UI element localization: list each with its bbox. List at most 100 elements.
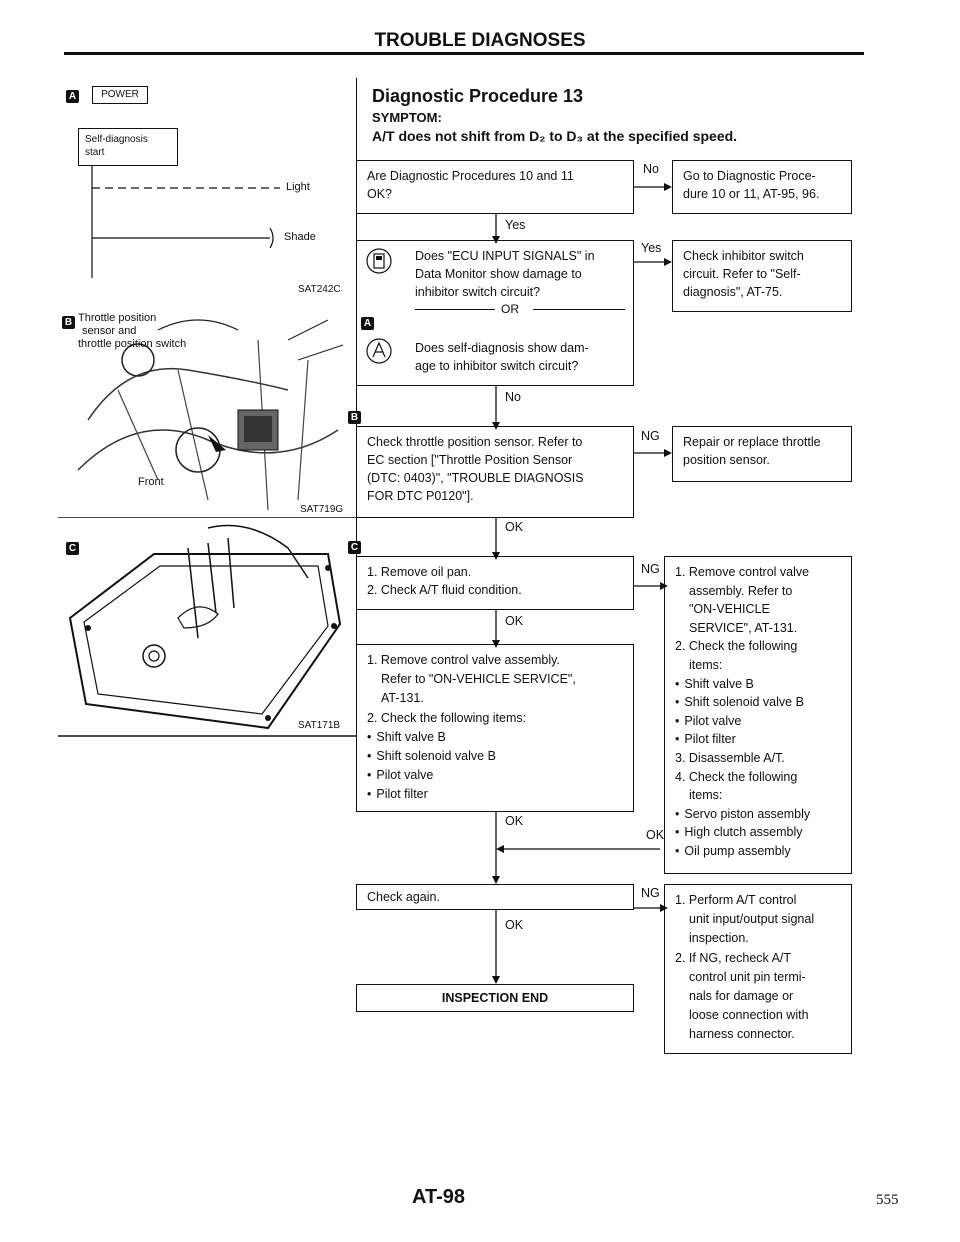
page-header: TROUBLE DIAGNOSES (374, 30, 586, 51)
power-box: POWER (92, 86, 148, 104)
front-label: Front (138, 476, 164, 488)
q6-ng-label: NG (641, 886, 660, 900)
q4-ng-label: NG (641, 562, 660, 576)
fig-a-tag: A (66, 90, 79, 103)
big-bullet-pilot-valve: Pilot valve (675, 712, 841, 731)
self-diag-box: Self-diagnosis start (78, 128, 178, 166)
flow-big-box: 1. Remove control valve assembly. Refer … (664, 556, 852, 874)
figure-panel: A POWER Self-diagnosis start Light Shade… (58, 78, 357, 738)
q3-line-4: FOR DTC P0120"]. (367, 489, 474, 503)
q2-yes-label: Yes (641, 241, 662, 255)
big-line-12: 4. Check the following (675, 769, 798, 784)
q1-no-line-2: dure 10 or 11, AT-95, 96. (683, 187, 820, 201)
big-line-13: items: (689, 788, 723, 803)
big-line-1: 1. Remove control valve (675, 565, 810, 579)
fig-b-code: SAT719G (300, 504, 344, 515)
header-rule (64, 52, 864, 55)
big-line-3: "ON-VEHICLE (689, 602, 770, 617)
q1-yes-label: Yes (505, 218, 526, 232)
q4-ok-label: OK (505, 614, 524, 628)
q3-ng-line-2: position sensor. (683, 453, 770, 467)
q4-line-2: 2. Check A/T fluid condition. (367, 583, 522, 597)
inspection-end-box: INSPECTION END (356, 984, 634, 1012)
throttle-label-line-1: Throttle position (78, 312, 157, 324)
q2-yes-line-1: Check inhibitor switch (683, 249, 804, 263)
symptom-text: A/T does not shift from D₂ to D₃ at the … (372, 128, 738, 144)
q4-tag-c: C (348, 541, 361, 554)
q2b-line-2: age to inhibitor switch circuit? (415, 359, 579, 373)
or-line-left (415, 309, 495, 310)
q1-line-2: OK? (367, 187, 393, 201)
q2b-line-1: Does self-diagnosis show dam- (415, 341, 589, 355)
q2a-line-2: Data Monitor show damage to (415, 267, 582, 281)
q4-line-1: 1. Remove oil pan. (367, 565, 472, 579)
or-line-right (533, 309, 625, 310)
procedure-title: Diagnostic Procedure 13 (372, 86, 584, 106)
q2-no-label: No (505, 390, 521, 404)
q3-line-3: (DTC: 0403)", "TROUBLE DIAGNOSIS (367, 471, 584, 485)
throttle-label-line-2: sensor and (82, 325, 137, 337)
q2-yes-line-3: diagnosis", AT-75. (683, 285, 783, 299)
q3-ok-label: OK (505, 520, 524, 534)
oil-pan-illustration (58, 524, 356, 737)
big-bullet-oil-pump: Oil pump assembly (675, 842, 841, 861)
flow-q2-box: Does "ECU INPUT SIGNALS" in Data Monitor… (356, 240, 634, 386)
flow-q4-box: 1. Remove oil pan. 2. Check A/T fluid co… (356, 556, 634, 610)
self-diagnosis-icon (366, 338, 392, 364)
flow-q6-ng-box: 1. Perform A/T control unit input/output… (664, 884, 852, 1054)
q6-ng-line-1: 1. Perform A/T control (675, 893, 797, 907)
flow-q2-yes-box: Check inhibitor switch circuit. Refer to… (672, 240, 852, 312)
flow-q5-box: 1. Remove control valve assembly. Refer … (356, 644, 634, 812)
symptom-label: SYMPTOM: (372, 110, 442, 125)
big-bullet-high-clutch: High clutch assembly (675, 823, 841, 842)
light-label: Light (286, 181, 310, 193)
q5-ok-label: OK (505, 814, 524, 828)
flow-q1-no-box: Go to Diagnostic Proce- dure 10 or 11, A… (672, 160, 852, 214)
throttle-sensor-illustration (58, 319, 356, 518)
big-bullet-pilot-filter: Pilot filter (675, 730, 841, 749)
q5-bullet-pilot-valve: Pilot valve (367, 766, 623, 785)
q6-ng-line-7: loose connection with (689, 1008, 809, 1023)
q2a-text: Does "ECU INPUT SIGNALS" in Data Monitor… (415, 247, 595, 301)
light-shade-diagram (91, 166, 280, 278)
or-label: OR (501, 302, 519, 316)
q2b-text: Does self-diagnosis show dam- age to inh… (415, 339, 589, 375)
q2-yes-line-2: circuit. Refer to "Self- (683, 267, 801, 281)
q2a-line-3: inhibitor switch circuit? (415, 285, 541, 299)
big-bullet-shift-solenoid: Shift solenoid valve B (675, 693, 841, 712)
q5-line-1: 1. Remove control valve assembly. (367, 653, 560, 667)
big-line-5: 2. Check the following (675, 639, 798, 654)
fig-b-tag: B (62, 316, 75, 329)
big-line-4: SERVICE", AT-131. (689, 620, 798, 635)
big-ok-label: OK (646, 828, 665, 842)
inspection-end-text: INSPECTION END (441, 991, 549, 1005)
q1-no-line-1: Go to Diagnostic Proce- (683, 169, 816, 183)
big-line-6: items: (689, 657, 723, 672)
q3-tag-b: B (348, 411, 361, 424)
q1-no-label: No (643, 162, 659, 176)
q6-ng-line-3: inspection. (689, 931, 749, 946)
q5-line-2: Refer to "ON-VEHICLE SERVICE", (381, 672, 576, 687)
q3-ng-line-1: Repair or replace throttle (683, 435, 821, 449)
shade-label: Shade (284, 231, 316, 243)
flow-q1-box: Are Diagnostic Procedures 10 and 11 OK? (356, 160, 634, 214)
q6-ng-line-8: harness connector. (689, 1027, 795, 1042)
q3-ng-label: NG (641, 429, 660, 443)
big-bullet-shift-valve: Shift valve B (675, 675, 841, 694)
q5-bullet-shift-valve: Shift valve B (367, 728, 623, 747)
fig-a-code: SAT242C (298, 284, 341, 295)
q5-line-3: AT-131. (381, 691, 424, 706)
fig-c-tag: C (66, 542, 79, 555)
q6-text: Check again. (367, 890, 440, 904)
q3-line-1: Check throttle position sensor. Refer to (367, 435, 583, 449)
q6-ng-line-2: unit input/output signal (689, 912, 815, 927)
q3-line-2: EC section ["Throttle Position Sensor (367, 453, 573, 467)
q6-ng-line-4: 2. If NG, recheck A/T (675, 950, 792, 965)
q2-tag-a: A (361, 317, 374, 330)
big-line-2: assembly. Refer to (689, 583, 793, 598)
big-bullet-servo: Servo piston assembly (675, 805, 841, 824)
self-diag-line-1: Self-diagnosis (85, 134, 148, 145)
or-divider: OR (415, 302, 625, 316)
q1-line-1: Are Diagnostic Procedures 10 and 11 (367, 169, 574, 183)
